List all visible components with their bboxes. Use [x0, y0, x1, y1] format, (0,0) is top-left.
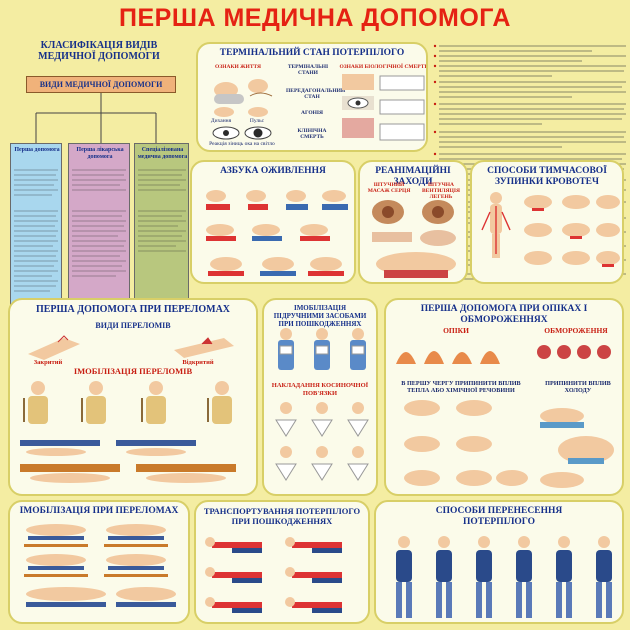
- state-agony: АГОНІЯ: [300, 110, 323, 116]
- transport-panel: ТРАНСПОРТУВАННЯ ПОТЕРПІЛОГО ПРИ ПОШКОДЖЕ…: [194, 500, 370, 624]
- burns-panel: ПЕРША ДОПОМОГА ПРИ ОПІКАХ І ОБМОРОЖЕННЯХ…: [384, 298, 624, 496]
- bleeding-illustrations: [476, 188, 622, 282]
- fracture-types-heading: ВИДИ ПЕРЕЛОМІВ: [95, 321, 171, 330]
- dressings-illustrations-top: [270, 324, 374, 376]
- signs-death-label: ОЗНАКИ БІОЛОГІЧНОЇ СМЕРТІ: [339, 64, 427, 70]
- carry-panel: СПОСОБИ ПЕРЕНЕСЕННЯ ПОТЕРПІЛОГО: [374, 500, 624, 624]
- classification-col-first-aid: Перша допомога: [10, 143, 62, 323]
- fractures-heading: ПЕРША ДОПОМОГА ПРИ ПЕРЕЛОМАХ: [35, 304, 231, 315]
- bleeding-panel: СПОСОБИ ТИМЧАСОВОЇ ЗУПИНКИ КРОВОТЕЧ: [470, 160, 624, 284]
- fractures-panel: ПЕРША ДОПОМОГА ПРИ ПЕРЕЛОМАХ ВИДИ ПЕРЕЛО…: [8, 298, 258, 496]
- immobilization-bottom-heading: ІМОБІЛІЗАЦІЯ ПРИ ПЕРЕЛОМАХ: [19, 506, 179, 516]
- transport-illustrations: [202, 532, 366, 622]
- stop-heat-label: В ПЕРШУ ЧЕРГУ ПРИПИНИТИ ВПЛИВ ТЕПЛА АБО …: [401, 380, 521, 394]
- terminal-state-heading: ТЕРМІНАЛЬНИЙ СТАН ПОТЕРПІЛОГО: [219, 48, 405, 58]
- immobilization-illustrations: [16, 378, 254, 494]
- classification-text-lines: [14, 169, 186, 292]
- pulse-label: Пульс: [249, 118, 265, 124]
- burns-sublabel: ОПІКИ: [443, 326, 469, 335]
- breathing-label: Дихання: [210, 118, 232, 124]
- dressings-subheading: НАКЛАДАННЯ КОСИНОЧНОЇ ПОВ'ЯЗКИ: [271, 382, 369, 397]
- ventilation-label: ШТУЧНА ВЕНТИЛЯЦІЯ ЛЕГЕНЬ: [421, 182, 461, 200]
- transport-heading: ТРАНСПОРТУВАННЯ ПОТЕРПІЛОГО ПРИ ПОШКОДЖЕ…: [203, 506, 361, 526]
- fracture-types-illustration: [24, 330, 248, 360]
- terminal-states-label: ТЕРМІНАЛЬНІ СТАНИ: [287, 64, 329, 76]
- classification-connectors: [35, 93, 157, 143]
- eyes-illustration: [210, 126, 276, 140]
- resuscitation-heading: РЕАНІМАЦІЙНІ ЗАХОДИ: [375, 166, 451, 187]
- signs-death-illustrations: [340, 72, 426, 150]
- terminal-state-panel: ТЕРМІНАЛЬНИЙ СТАН ПОТЕРПІЛОГО ОЗНАКИ ЖИТ…: [196, 42, 428, 152]
- resuscitation-abc-panel: АЗБУКА ОЖИВЛЕННЯ: [190, 160, 356, 284]
- pupil-reaction-label: Реакція зіниць ока на світло: [209, 141, 275, 147]
- col-first-aid-label: Перша допомога: [14, 147, 60, 153]
- resuscitation-illustrations: [366, 196, 464, 282]
- stop-cold-label: ПРИПИНИТИ ВПЛИВ ХОЛОДУ: [545, 380, 611, 394]
- state-predagonal: ПЕРЕДАГОНАЛЬНИЙ СТАН: [286, 88, 346, 100]
- col-specialized-label: Спеціалізована медична допомога: [137, 147, 188, 160]
- dressings-illustrations-bottom: [270, 400, 374, 494]
- immobilization-bottom-panel: ІМОБІЛІЗАЦІЯ ПРИ ПЕРЕЛОМАХ: [8, 500, 190, 624]
- open-fracture-label: Відкритий: [182, 359, 214, 366]
- resuscitation-panel: РЕАНІМАЦІЙНІ ЗАХОДИ ШТУЧНИЙ МАСАЖ СЕРЦЯ …: [358, 160, 468, 284]
- resuscitation-abc-heading: АЗБУКА ОЖИВЛЕННЯ: [220, 166, 326, 176]
- classification-root-box: ВИДИ МЕДИЧНОЇ ДОПОМОГИ: [26, 76, 176, 93]
- bleeding-heading: СПОСОБИ ТИМЧАСОВОЇ ЗУПИНКИ КРОВОТЕЧ: [487, 166, 607, 187]
- closed-fracture-label: Закритий: [33, 359, 63, 366]
- signs-life-label: ОЗНАКИ ЖИТТЯ: [215, 64, 261, 70]
- breathing-illustration: [206, 72, 276, 120]
- resuscitation-abc-illustrations: [196, 178, 354, 282]
- poster-title: ПЕРША МЕДИЧНА ДОПОМОГА: [119, 4, 511, 32]
- col-physician-aid-label: Перша лікарська допомога: [76, 147, 124, 160]
- carry-heading: СПОСОБИ ПЕРЕНЕСЕННЯ ПОТЕРПІЛОГО: [435, 506, 563, 527]
- state-clinical-death: КЛІНІЧНА СМЕРТЬ: [297, 128, 327, 140]
- immobilization-bottom-illustrations: [16, 520, 186, 622]
- burns-steps-illustrations: [392, 396, 622, 494]
- immobilization-heading: ІМОБІЛІЗАЦІЯ ПЕРЕЛОМІВ: [73, 366, 193, 376]
- dressings-panel: ІМОБІЛІЗАЦІЯ ПІДРУЧНИМИ ЗАСОБАМИ ПРИ ПОШ…: [262, 298, 378, 496]
- carry-illustrations: [382, 532, 620, 622]
- classification-heading: КЛАСИФІКАЦІЯ ВИДІВ МЕДИЧНОЇ ДОПОМОГИ: [38, 40, 160, 62]
- dressings-heading: ІМОБІЛІЗАЦІЯ ПІДРУЧНИМИ ЗАСОБАМИ ПРИ ПОШ…: [273, 304, 367, 328]
- burns-heading: ПЕРША ДОПОМОГА ПРИ ОПІКАХ І ОБМОРОЖЕННЯХ: [420, 304, 588, 325]
- heart-massage-label: ШТУЧНИЙ МАСАЖ СЕРЦЯ: [367, 182, 411, 194]
- classification-panel: КЛАСИФІКАЦІЯ ВИДІВ МЕДИЧНОЇ ДОПОМОГИ ВИД…: [6, 36, 192, 323]
- classification-col-specialized: Спеціалізована медична допомога: [134, 143, 189, 323]
- frostbite-sublabel: ОБМОРОЖЕННЯ: [544, 326, 608, 335]
- burns-degrees-illustration: [394, 336, 618, 366]
